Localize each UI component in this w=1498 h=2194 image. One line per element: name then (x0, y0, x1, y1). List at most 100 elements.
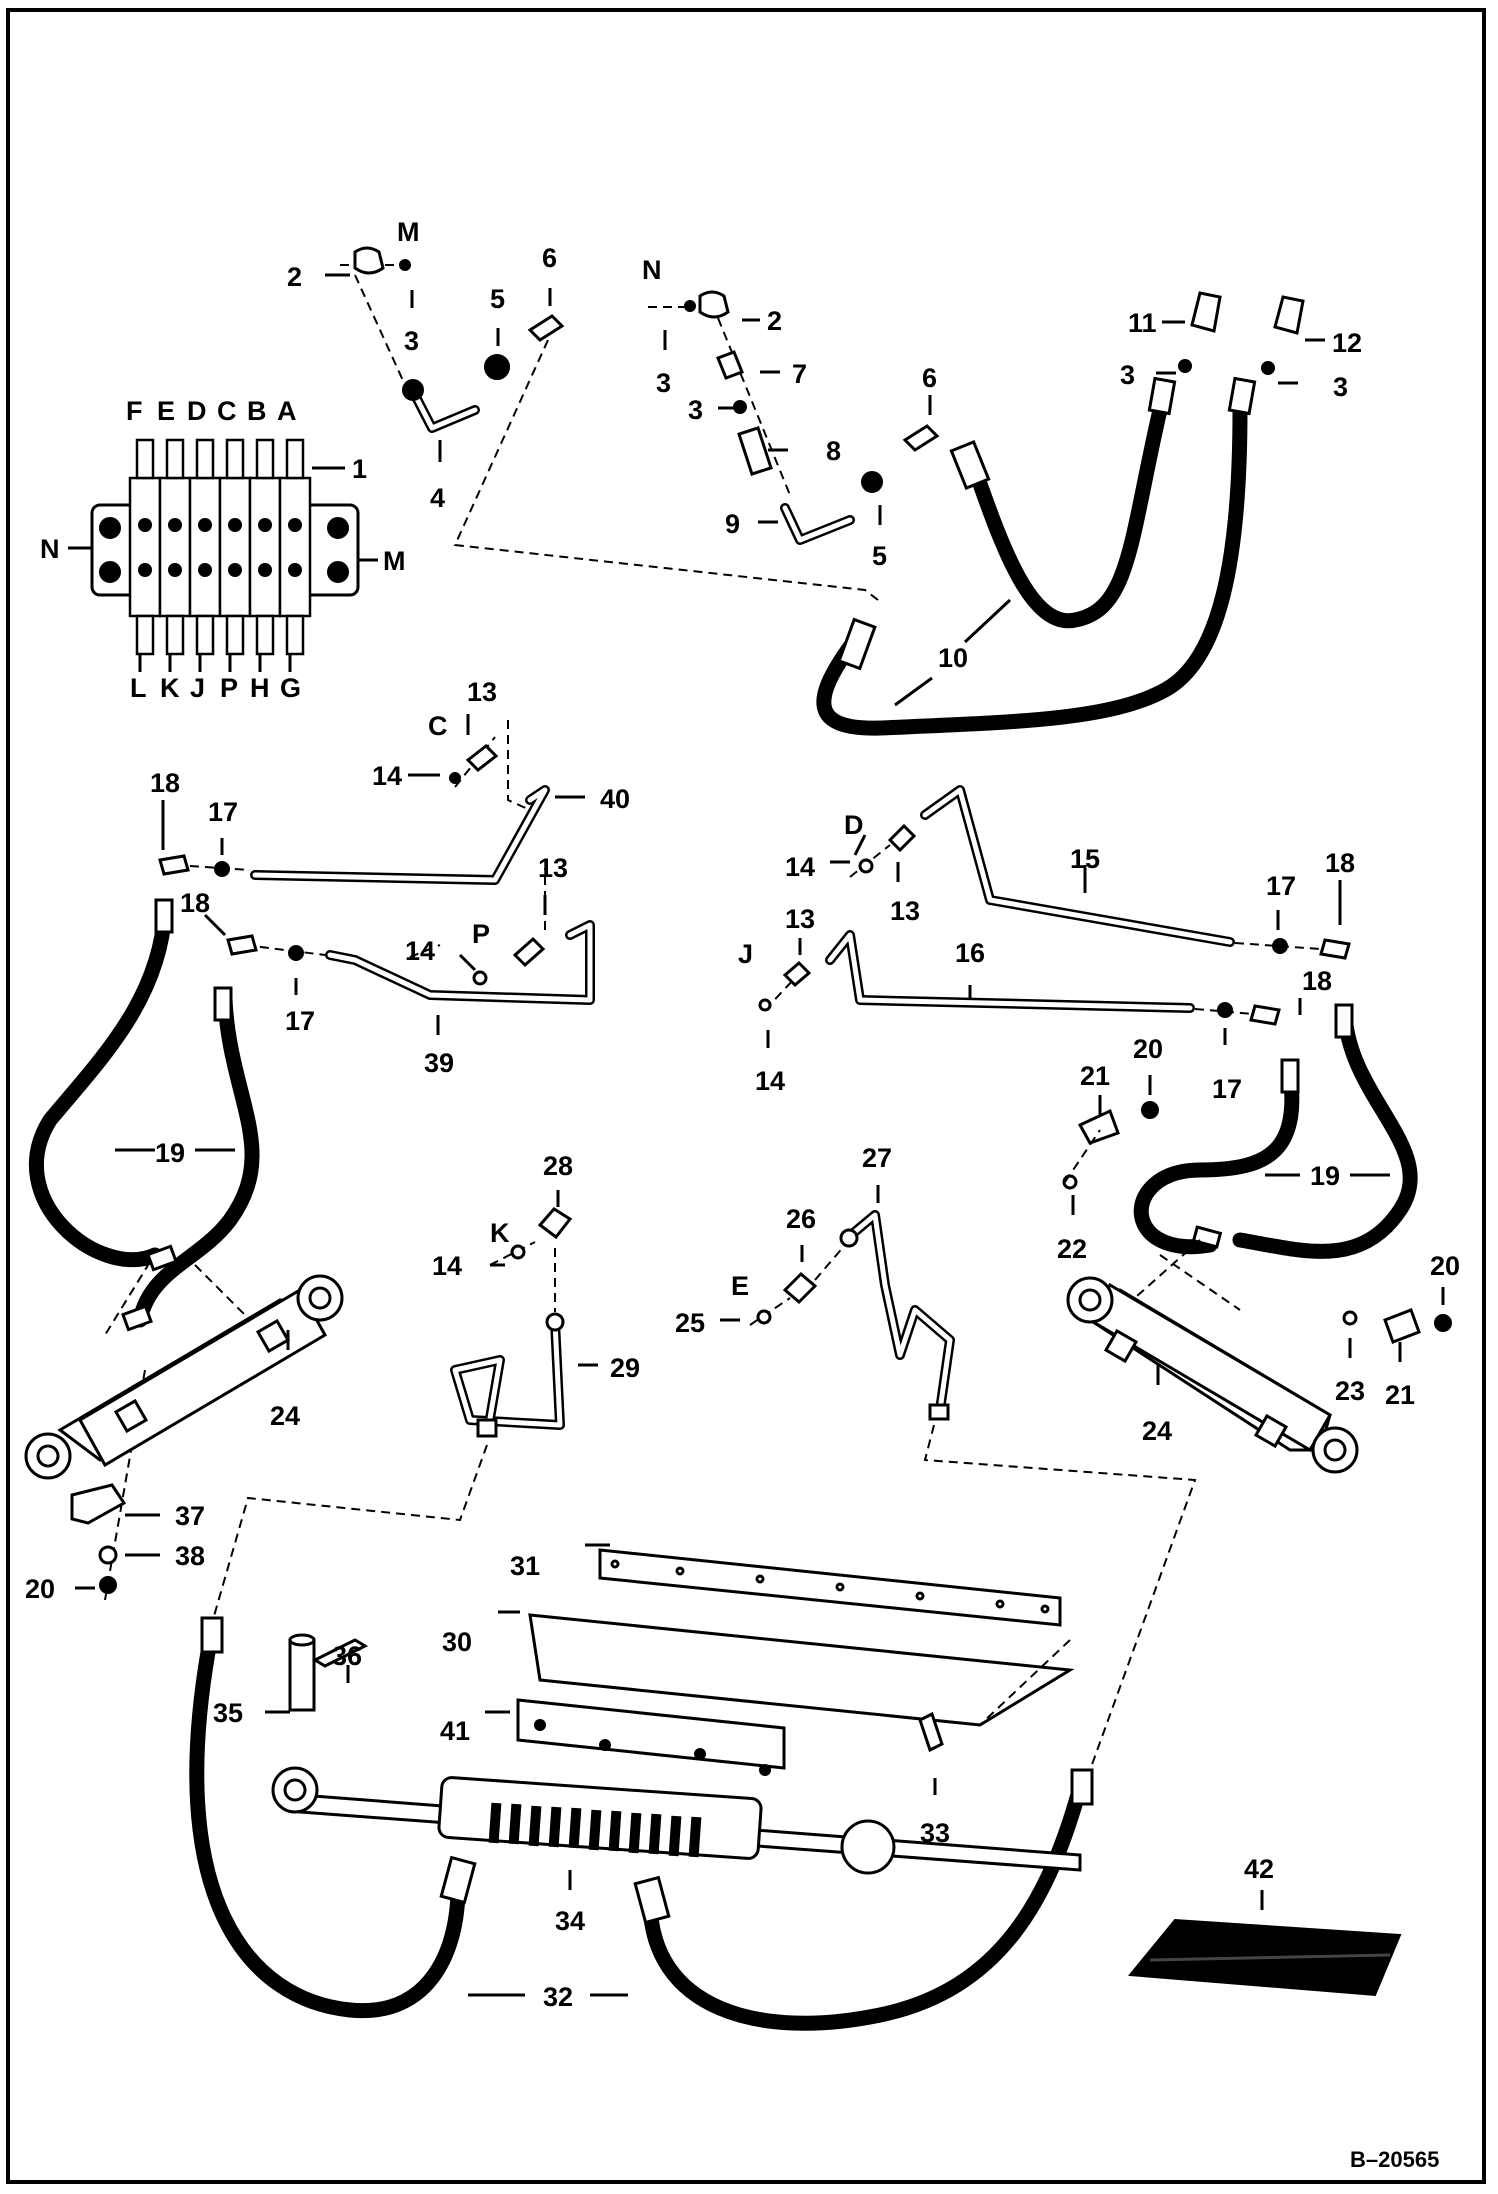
callout-24: 24 (270, 1401, 300, 1431)
control-valve (68, 438, 378, 672)
callout-13: 13 (538, 853, 568, 883)
port-label-E: E (157, 396, 175, 426)
callout-14: 14 (372, 761, 402, 791)
callout-21: 21 (1080, 1061, 1110, 1091)
callout-11: 11 (1128, 308, 1157, 338)
callout-7: 7 (792, 359, 807, 389)
callout-15: 15 (1070, 844, 1100, 874)
port-label-P-line: P (472, 919, 490, 949)
port-label-K: K (160, 673, 180, 703)
callout-38: 38 (175, 1541, 205, 1571)
callout-21: 21 (1385, 1380, 1415, 1410)
port-label-K-line: K (490, 1218, 510, 1248)
callout-27: 27 (862, 1143, 892, 1173)
callout-6: 6 (922, 363, 937, 393)
hose-32 (189, 1616, 1094, 2031)
callout-16: 16 (955, 938, 985, 968)
callout-26: 26 (786, 1204, 816, 1234)
callout-40: 40 (600, 784, 630, 814)
callout-3: 3 (1120, 360, 1135, 390)
callout-34: 34 (555, 1906, 585, 1936)
figure-border (6, 8, 1486, 2184)
callout-5: 5 (490, 284, 505, 314)
callout-19: 19 (155, 1138, 185, 1168)
callout-13: 13 (890, 896, 920, 926)
callout-35: 35 (213, 1698, 243, 1728)
port-label-M: M (397, 217, 420, 247)
callout-37: 37 (175, 1501, 205, 1531)
port-label-C-line: C (428, 711, 448, 741)
port-label-J-line: J (738, 939, 753, 969)
port-label-H: H (250, 673, 270, 703)
port-label-N: N (642, 255, 662, 285)
port-label-L: L (130, 673, 147, 703)
port-label-E-line: E (731, 1271, 749, 1301)
callout-30: 30 (442, 1627, 472, 1657)
callout-1: 1 (352, 454, 367, 484)
callout-36: 36 (332, 1641, 362, 1671)
callout-labels: 1 2 3 4 5 6 2 3 7 3 8 9 5 6 10 11 3 12 3… (25, 243, 1460, 2012)
callout-5: 5 (872, 541, 887, 571)
callout-17: 17 (285, 1006, 315, 1036)
callout-13: 13 (785, 904, 815, 934)
callout-17: 17 (1212, 1074, 1242, 1104)
callout-10: 10 (938, 643, 968, 673)
port-label-A: A (277, 396, 297, 426)
callout-19: 19 (1310, 1161, 1340, 1191)
callout-28: 28 (543, 1151, 573, 1181)
port-label-N-valve: N (40, 534, 60, 564)
steering-tubes (209, 1185, 1197, 1771)
callout-29: 29 (610, 1353, 640, 1383)
m-port-fittings (325, 246, 879, 601)
callout-41: 41 (440, 1716, 470, 1746)
callout-6: 6 (542, 243, 557, 273)
callout-14: 14 (785, 852, 815, 882)
callout-18: 18 (1325, 848, 1355, 878)
port-labels: F E D C B A L K J P H G N M M N C P D J … (40, 217, 864, 1301)
callout-18: 18 (1302, 966, 1332, 996)
port-label-D-line: D (844, 810, 864, 840)
callout-12: 12 (1332, 328, 1362, 358)
callout-3: 3 (1333, 372, 1348, 402)
callout-13: 13 (467, 677, 497, 707)
callout-22: 22 (1057, 1234, 1087, 1264)
callout-20: 20 (1430, 1251, 1460, 1281)
port-label-B: B (247, 396, 267, 426)
right-cylinder-assembly (1062, 1003, 1452, 1474)
figure-reference: B–20565 (1350, 2147, 1439, 2172)
callout-9: 9 (725, 509, 740, 539)
hose-10 (816, 291, 1325, 736)
callout-39: 39 (424, 1048, 454, 1078)
callout-20: 20 (25, 1574, 55, 1604)
callout-17: 17 (208, 797, 238, 827)
callout-32: 32 (543, 1982, 573, 2012)
port-label-M-valve: M (383, 546, 406, 576)
callout-18: 18 (180, 888, 210, 918)
callout-23: 23 (1335, 1376, 1365, 1406)
left-cylinder-assembly (24, 898, 344, 1601)
callout-8: 8 (826, 436, 841, 466)
callout-31: 31 (510, 1551, 540, 1581)
callout-20: 20 (1133, 1034, 1163, 1064)
callout-18: 18 (150, 768, 180, 798)
callout-33: 33 (920, 1818, 950, 1848)
callout-3: 3 (404, 326, 419, 356)
callout-42: 42 (1244, 1854, 1274, 1884)
callout-3: 3 (656, 368, 671, 398)
callout-14: 14 (755, 1066, 785, 1096)
callout-17: 17 (1266, 871, 1296, 901)
port-label-D: D (187, 396, 207, 426)
callout-2: 2 (287, 262, 302, 292)
callout-4: 4 (430, 483, 445, 513)
callout-14: 14 (432, 1251, 462, 1281)
callout-2: 2 (767, 306, 782, 336)
port-label-C: C (217, 396, 237, 426)
port-label-G: G (280, 673, 301, 703)
callout-14: 14 (405, 936, 435, 966)
callout-3: 3 (688, 395, 703, 425)
port-label-F: F (126, 396, 143, 426)
port-label-P: P (220, 673, 238, 703)
tube-40-and-39 (158, 714, 595, 1035)
tube-15-and-16 (758, 785, 1351, 1048)
